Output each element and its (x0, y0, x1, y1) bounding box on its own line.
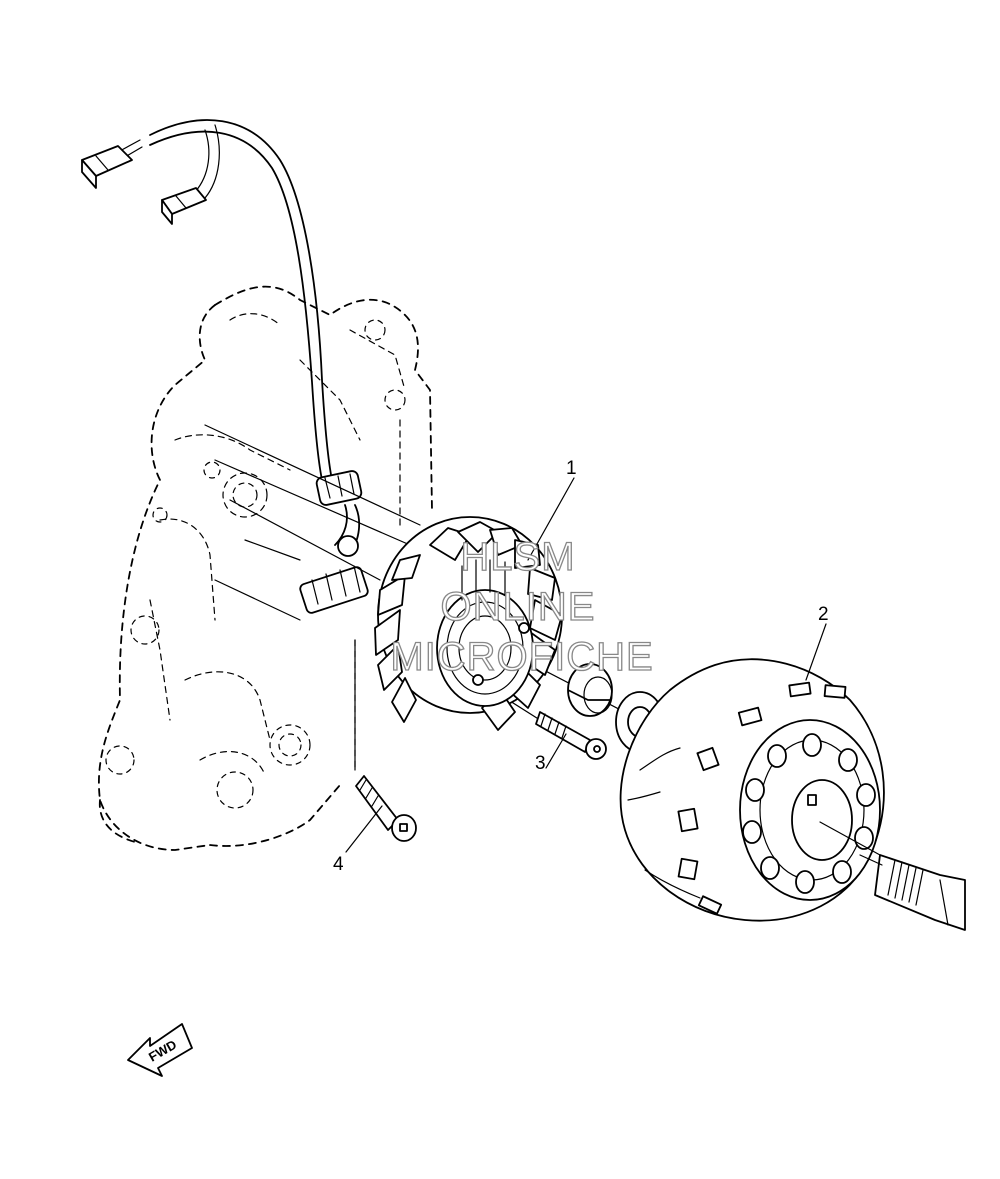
watermark-line-3: MICROFICHE (390, 635, 653, 679)
stator-teeth (374, 521, 563, 731)
stator-assembly (374, 516, 563, 731)
watermark-line-1: HLSM (460, 535, 575, 579)
stator-bolt (535, 711, 607, 760)
callout-4: 4 (333, 805, 383, 875)
callout-4-label: 4 (333, 854, 344, 875)
watermark-line-2: ONLINE (441, 585, 596, 629)
rotor-flywheel (619, 658, 885, 922)
grommet-b (299, 535, 369, 614)
axis-line (819, 821, 881, 856)
wire-harness (81, 119, 369, 614)
crankshaft-end (859, 854, 966, 931)
callout-3: 3 (535, 733, 567, 774)
callout-2: 2 (805, 604, 829, 681)
rotor-magnet-tabs (677, 681, 847, 915)
callout-1-label: 1 (566, 458, 577, 479)
fwd-arrow-badge: FWD (127, 1023, 193, 1077)
connector-plug-a (81, 145, 133, 189)
socket-bolt (355, 775, 417, 842)
watermark: HLSM ONLINE MICROFICHE (390, 534, 654, 679)
callout-1: 1 (527, 458, 577, 561)
callout-3-label: 3 (535, 753, 546, 774)
bushing (567, 663, 613, 717)
callout-2-label: 2 (818, 604, 829, 625)
connector-plug-b (161, 187, 207, 225)
crankcase-housing (98, 285, 433, 851)
grommet-a (315, 470, 363, 506)
